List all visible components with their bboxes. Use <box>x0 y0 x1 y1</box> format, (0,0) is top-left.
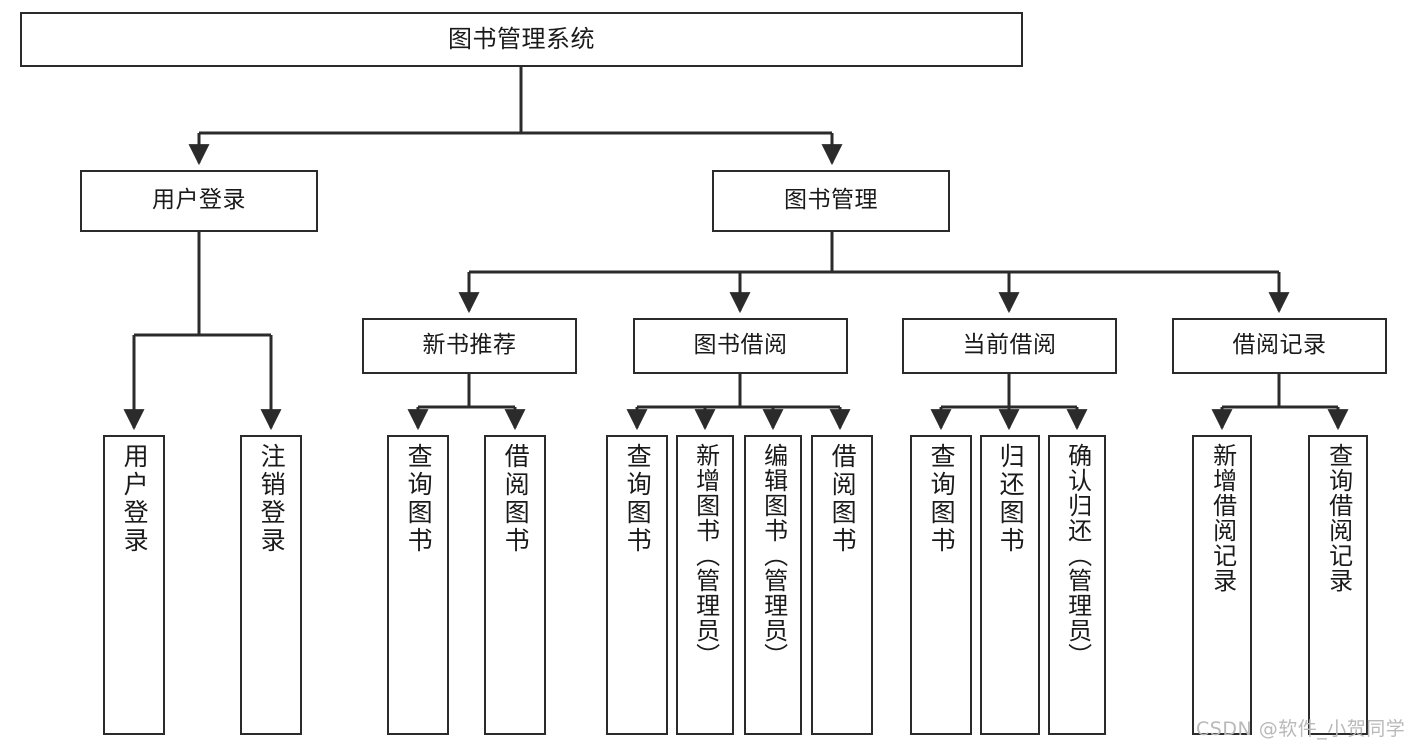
node-label: 借阅图书 <box>828 443 858 555</box>
csdn-watermark: CSDN @软件_小贺同学 <box>1196 718 1405 740</box>
node-label: 新增借阅记录 <box>1208 443 1237 593</box>
node-root-system[interactable]: 图书管理系统 <box>20 12 1023 67</box>
node-leaf-edit-book[interactable]: 编辑图书（管理员） <box>744 435 802 735</box>
node-label: 图书管理系统 <box>448 25 595 54</box>
node-book-borrow[interactable]: 图书借阅 <box>633 318 848 374</box>
node-label: 用户登录 <box>120 443 150 555</box>
node-label: 查询图书 <box>927 443 957 555</box>
node-leaf-query-record[interactable]: 查询借阅记录 <box>1308 435 1368 735</box>
node-leaf-add-book[interactable]: 新增图书（管理员） <box>676 435 734 735</box>
node-label: 注销登录 <box>257 443 287 555</box>
node-label: 图书借阅 <box>693 332 788 359</box>
node-label: 查询图书 <box>623 443 653 555</box>
node-leaf-query-book-3[interactable]: 查询图书 <box>910 435 972 735</box>
node-leaf-query-book-2[interactable]: 查询图书 <box>606 435 668 735</box>
node-leaf-logout-login[interactable]: 注销登录 <box>240 435 302 735</box>
node-label: 借阅图书 <box>501 443 531 555</box>
node-leaf-return-book[interactable]: 归还图书 <box>980 435 1040 735</box>
node-label: 新书推荐 <box>422 332 517 359</box>
node-user-login[interactable]: 用户登录 <box>80 170 318 232</box>
node-leaf-borrow-book-2[interactable]: 借阅图书 <box>811 435 873 735</box>
node-leaf-confirm-return[interactable]: 确认归还（管理员） <box>1048 435 1106 735</box>
node-label: 查询图书 <box>404 443 434 555</box>
node-borrow-record[interactable]: 借阅记录 <box>1172 318 1387 374</box>
node-label: 借阅记录 <box>1232 332 1327 359</box>
node-leaf-user-login[interactable]: 用户登录 <box>103 435 165 735</box>
node-label: 用户登录 <box>152 187 246 214</box>
node-label: 图书管理 <box>784 187 878 214</box>
node-leaf-borrow-book-1[interactable]: 借阅图书 <box>484 435 546 735</box>
node-label: 确认归还（管理员） <box>1063 443 1092 668</box>
node-leaf-query-book-1[interactable]: 查询图书 <box>387 435 449 735</box>
node-label: 编辑图书（管理员） <box>759 443 788 668</box>
node-label: 新增图书（管理员） <box>691 443 720 668</box>
node-leaf-add-record[interactable]: 新增借阅记录 <box>1192 435 1252 735</box>
node-current-borrow[interactable]: 当前借阅 <box>902 318 1117 374</box>
node-label: 当前借阅 <box>962 332 1057 359</box>
node-label: 归还图书 <box>996 443 1026 555</box>
node-new-book-recommend[interactable]: 新书推荐 <box>362 318 577 374</box>
node-label: 查询借阅记录 <box>1324 443 1353 593</box>
node-book-management[interactable]: 图书管理 <box>712 170 950 232</box>
